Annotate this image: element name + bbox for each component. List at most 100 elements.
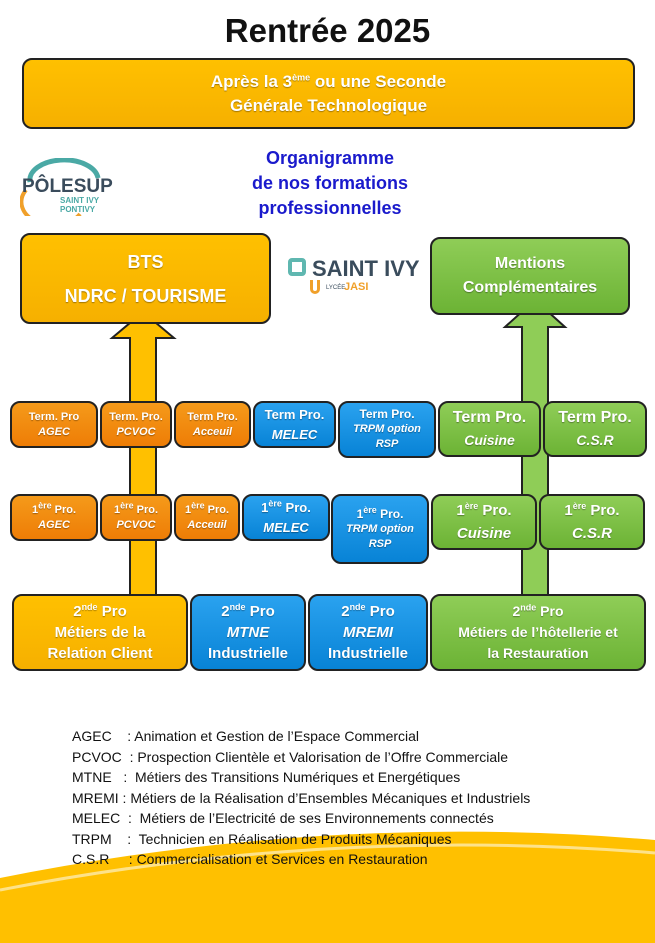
premiere-suffix: Pro. (51, 503, 77, 516)
term-program: Acceuil (192, 425, 233, 438)
polesup-logo-mark (20, 158, 101, 216)
premiere-program: TRPM option (346, 522, 414, 535)
premiere-box-pcvoc: 1ère Pro.PCVOC (100, 494, 172, 541)
premiere-suffix: Pro. (133, 503, 159, 516)
seconde-prefix: 2 (73, 603, 82, 620)
premiere-prefix: 1 (113, 503, 121, 516)
term-program: AGEC (38, 425, 70, 438)
term-label: Term Pro. (558, 409, 632, 426)
term-label: Term Pro. (359, 407, 415, 421)
legend: AGEC : Animation et Gestion de l’Espace … (72, 726, 530, 870)
premiere-program-option: RSP (368, 537, 392, 550)
premiere-suffix: Pro. (586, 502, 620, 519)
mentions-line2: Complémentaires (462, 279, 598, 296)
seconde-box-hotellerie: 2nde Pro Métiers de l’hôtellerie et la R… (430, 594, 646, 671)
organigram-title: Organigramme de nos formations professio… (200, 146, 460, 221)
term-label: Term Pro. (264, 406, 325, 422)
polesup-logo-sub1: SAINT IVY (60, 196, 100, 205)
mentions-box: Mentions Complémentaires (430, 237, 630, 315)
seconde-program: MTNE (226, 624, 270, 641)
arrow-up-orange (109, 310, 177, 597)
premiere-prefix: 1 (564, 502, 573, 519)
premiere-box-cuisine: 1ère Pro. Cuisine (431, 494, 537, 550)
premiere-suffix: Pro. (281, 499, 311, 515)
seconde-box-mtne: 2nde Pro MTNE Industrielle (190, 594, 306, 671)
premiere-prefix: 1 (356, 506, 364, 521)
polesup-logo-text: PÔLESUP (22, 176, 113, 197)
term-box-accueil: Term Pro. Acceuil (174, 401, 251, 448)
premiere-sup: ère (464, 501, 479, 511)
term-box-pcvoc: Term. Pro.PCVOC (100, 401, 172, 448)
seconde-program-line2: la Restauration (487, 645, 589, 661)
seconde-box-relation-client: 2nde Pro Métiers de la Relation Client (12, 594, 188, 671)
premiere-box-accueil: 1ère Pro.Acceuil (174, 494, 240, 541)
legend-item-mremi: MREMI : Métiers de la Réalisation d’Ense… (72, 789, 531, 806)
premiere-suffix: Pro. (376, 506, 404, 521)
term-program: C.S.R (576, 432, 614, 448)
bts-line2: NDRC / TOURISME (64, 285, 227, 306)
legend-item-trpm: TRPM : Technicien en Réalisation de Prod… (72, 830, 452, 847)
term-program: MELEC (271, 426, 318, 442)
seconde-suffix: Pro (97, 603, 127, 620)
premiere-suffix: Pro. (478, 502, 512, 519)
organigram-line3: professionnelles (258, 198, 402, 218)
seconde-program: Métiers de la (54, 624, 146, 641)
legend-item-csr: C.S.R : Commercialisation et Services en… (72, 851, 428, 867)
premiere-sup: ère (363, 504, 377, 515)
seconde-program: MREMI (343, 624, 393, 641)
premiere-prefix: 1 (261, 499, 269, 515)
seconde-sup: nde (520, 602, 537, 613)
bottom-wave (0, 831, 655, 943)
legend-item-agec: AGEC : Animation et Gestion de l’Espace … (72, 728, 420, 744)
saintivy-logo-sub-small: LYCÉE (326, 285, 346, 291)
saintivy-logo-sub: JASI (344, 281, 369, 293)
seconde-program-line2: Industrielle (207, 645, 289, 662)
header-line1-sup: ème (292, 71, 311, 82)
term-box-melec: Term Pro. MELEC (253, 401, 336, 448)
header-line1-pre: Après la 3 (210, 71, 293, 91)
seconde-sup: nde (349, 602, 366, 612)
term-program: PCVOC (116, 425, 156, 438)
header-line1-post: ou une Seconde (310, 71, 447, 91)
header-line2: Générale Technologique (229, 95, 428, 115)
seconde-suffix: Pro (245, 603, 275, 620)
premiere-program: PCVOC (116, 518, 156, 531)
seconde-suffix: Pro (365, 603, 395, 620)
premiere-prefix: 1 (184, 503, 192, 516)
premiere-program: C.S.R (571, 525, 612, 542)
seconde-suffix: Pro (536, 603, 564, 619)
premiere-sup: ère (38, 499, 52, 510)
premiere-prefix: 1 (456, 502, 465, 519)
premiere-sup: ère (572, 501, 587, 511)
seconde-program: Métiers de l’hôtellerie et (458, 624, 618, 640)
legend-item-melec: MELEC : Métiers de l’Electricité de ses … (72, 810, 494, 826)
polesup-logo-sub2: PONTIVY (60, 205, 96, 214)
seconde-sup: nde (229, 602, 246, 612)
premiere-program: AGEC (38, 518, 70, 531)
bottom-wave-line (0, 843, 655, 892)
term-label: Term Pro. (187, 410, 238, 423)
legend-item-mtne: MTNE : Métiers des Transitions Numérique… (72, 769, 461, 785)
legend-item-pcvoc: PCVOC : Prospection Clientèle et Valoris… (72, 748, 508, 765)
premiere-box-melec: 1ère Pro. MELEC (242, 494, 330, 541)
bts-box: BTS NDRC / TOURISME (20, 233, 271, 324)
seconde-program-line2: Relation Client (47, 645, 153, 662)
premiere-sup: ère (268, 498, 282, 509)
premiere-program: MELEC (263, 519, 309, 535)
term-label: Term. Pro (28, 410, 80, 423)
organigram-line1: Organigramme (265, 148, 395, 168)
premiere-program: Cuisine (456, 525, 512, 542)
term-box-csr: Term Pro. C.S.R (543, 401, 647, 457)
page-title: Rentrée 2025 (224, 12, 431, 49)
premiere-suffix: Pro. (204, 503, 230, 516)
premiere-program: Acceuil (187, 518, 227, 531)
term-program: TRPM option (353, 423, 421, 435)
premiere-box-csr: 1ère Pro. C.S.R (539, 494, 645, 550)
seconde-sup: nde (81, 602, 98, 612)
premiere-box-agec: 1ère Pro.AGEC (10, 494, 98, 541)
seconde-prefix: 2 (512, 603, 521, 619)
organigram-line2: de nos formations (251, 173, 408, 193)
